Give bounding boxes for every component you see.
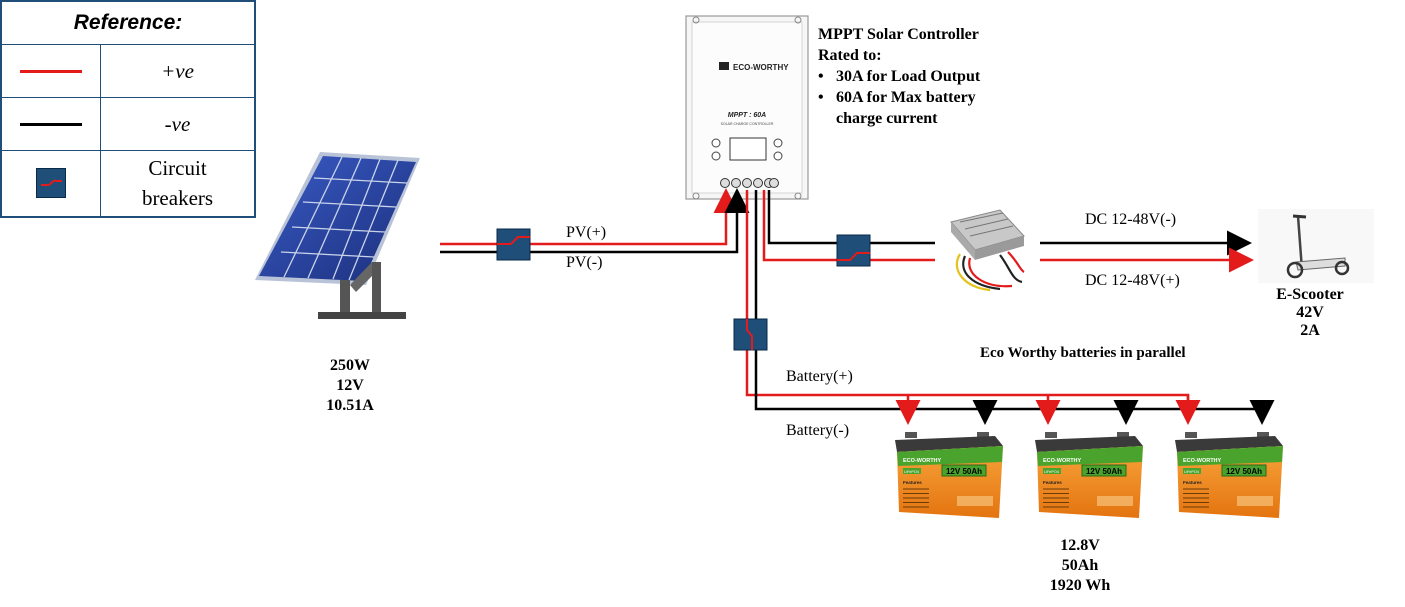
breaker-pv-icon xyxy=(496,228,531,261)
reference-legend: Reference: +ve -ve Circuit breakers xyxy=(0,0,256,218)
legend-breaker-label: Circuit breakers xyxy=(100,150,256,217)
svg-text:12V 50Ah: 12V 50Ah xyxy=(1226,467,1262,476)
battery-bank-title: Eco Worthy batteries in parallel xyxy=(980,345,1186,361)
e-scooter-icon xyxy=(1258,209,1374,283)
svg-text:Features: Features xyxy=(903,480,922,485)
controller-model: MPPT : 60A xyxy=(728,112,767,119)
controller-description: MPPT Solar Controller Rated to: 30A for … xyxy=(818,24,980,129)
controller-brand: ECO-WORTHY xyxy=(733,63,789,72)
breaker-battery-icon xyxy=(733,318,768,351)
svg-text:LiFePO4: LiFePO4 xyxy=(904,470,919,474)
load-wires xyxy=(762,190,1254,273)
battery-specs: 12.8V 50Ah 1920 Wh xyxy=(1049,537,1111,594)
solar-panel-icon xyxy=(255,152,420,319)
mppt-controller-icon: ECO-WORTHY MPPT : 60A SOLAR CHARGE CONTR… xyxy=(685,15,809,200)
svg-text:12V 50Ah: 12V 50Ah xyxy=(1086,467,1122,476)
breaker-load-icon xyxy=(836,234,871,267)
svg-text:Features: Features xyxy=(1183,480,1202,485)
battery-wires xyxy=(745,190,1275,425)
svg-text:Features: Features xyxy=(1043,480,1062,485)
svg-text:ECO-WORTHY: ECO-WORTHY xyxy=(1183,458,1222,464)
dc-positive-label: DC 12-48V(+) xyxy=(1085,272,1180,289)
svg-text:LiFePO4: LiFePO4 xyxy=(1044,470,1059,474)
svg-text:LiFePO4: LiFePO4 xyxy=(1184,470,1199,474)
battery-positive-label: Battery(+) xyxy=(786,368,853,385)
pv-positive-label: PV(+) xyxy=(566,224,607,241)
pv-negative-label: PV(-) xyxy=(566,254,603,271)
scooter-specs: E-Scooter 42V 2A xyxy=(1276,286,1344,339)
solar-panel-specs: 250W 12V 10.51A xyxy=(326,357,374,414)
legend-positive-symbol xyxy=(0,44,101,98)
svg-text:ECO-WORTHY: ECO-WORTHY xyxy=(903,458,942,464)
controller-subtitle: SOLAR CHARGE CONTROLLER xyxy=(721,122,774,126)
svg-text:ECO-WORTHY: ECO-WORTHY xyxy=(1043,458,1082,464)
legend-negative-label: -ve xyxy=(100,97,256,151)
legend-breaker-symbol xyxy=(0,150,101,217)
battery-negative-label: Battery(-) xyxy=(786,422,850,439)
dc-negative-label: DC 12-48V(-) xyxy=(1085,211,1177,228)
dc-converter-icon xyxy=(950,209,1025,292)
svg-text:12V 50Ah: 12V 50Ah xyxy=(946,467,982,476)
breaker-icon xyxy=(36,168,66,199)
pv-wires xyxy=(440,188,750,254)
